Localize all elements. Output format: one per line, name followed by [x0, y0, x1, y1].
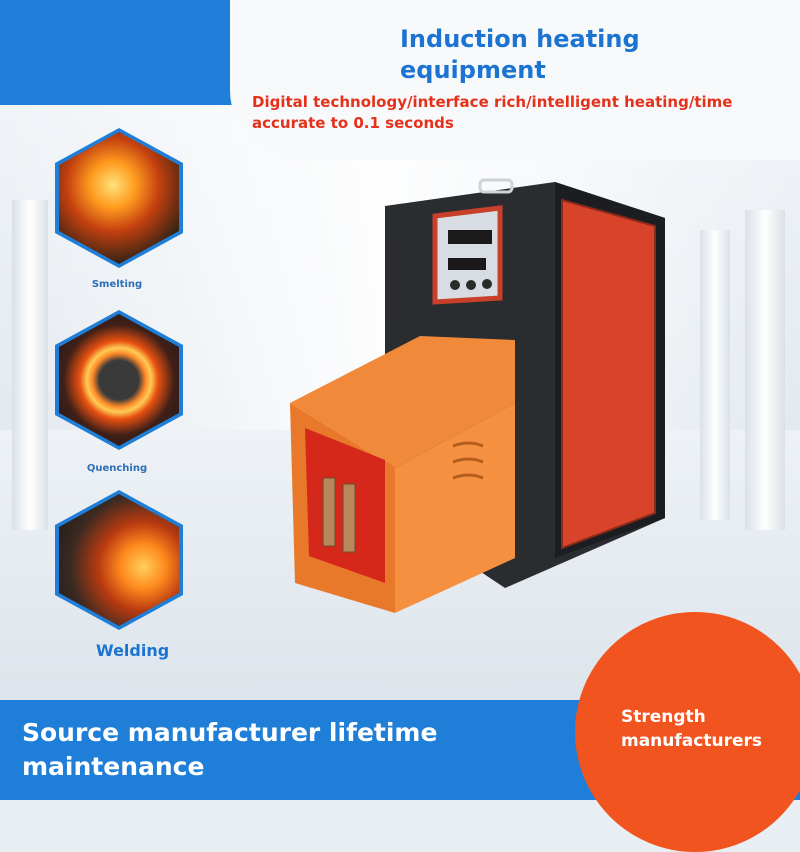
footer-slogan: Source manufacturer lifetime maintenance [22, 716, 502, 784]
badge-line-2: manufacturers [621, 731, 762, 751]
welding-image [59, 494, 179, 626]
knob-icon [450, 280, 460, 290]
transformer-top [290, 336, 515, 468]
quenching-label: Quenching [86, 463, 148, 474]
background-pillar [12, 200, 48, 530]
transformer-side [395, 403, 515, 613]
slogan-line-2: maintenance [22, 752, 205, 781]
smelting-image [59, 132, 179, 264]
slogan-line-1: Source manufacturer lifetime [22, 718, 438, 747]
electrode-left [322, 477, 336, 547]
page-title: Induction heating equipment [400, 24, 700, 86]
side-panel [561, 198, 656, 550]
background-pillar [700, 230, 730, 520]
display-screen-secondary [448, 258, 486, 270]
smelting-label: Smelting [91, 279, 143, 290]
title-line-2: equipment [400, 56, 546, 84]
knob-icon [482, 279, 492, 289]
quenching-image [59, 314, 179, 446]
header-panel [230, 0, 800, 160]
handle-icon [478, 178, 514, 194]
background-pillar [745, 210, 785, 530]
quenching-hexagon [55, 310, 183, 450]
page-subtitle: Digital technology/interface rich/intell… [252, 93, 733, 132]
induction-heater-illustration [290, 178, 665, 613]
vent-slots [452, 441, 484, 480]
display-screen [448, 230, 492, 244]
welding-label: Welding [96, 641, 170, 660]
knob-icon [466, 280, 476, 290]
badge-text: Strength manufacturers [621, 705, 791, 753]
badge-line-1: Strength [621, 707, 706, 727]
electrode-right [342, 483, 356, 553]
title-line-1: Induction heating [400, 25, 640, 53]
